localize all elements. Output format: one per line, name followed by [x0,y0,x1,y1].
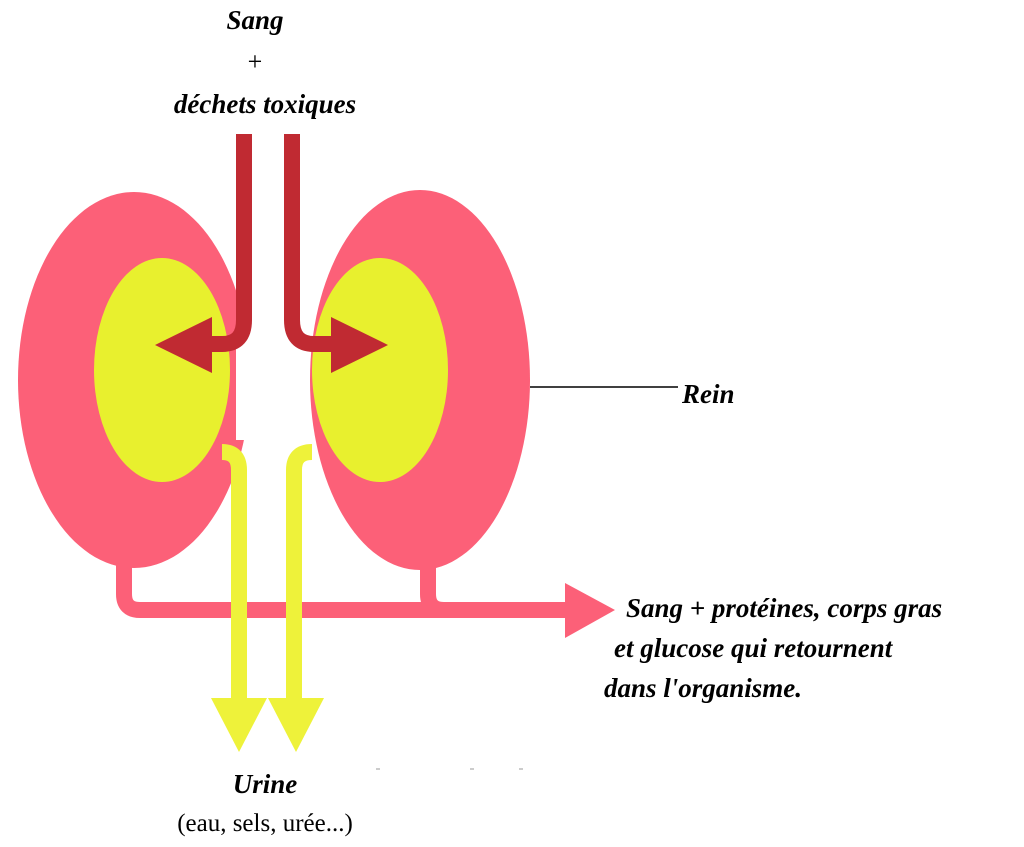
urine-label: Urine [190,768,340,800]
urine-detail-label: (eau, sels, urée...) [140,808,390,840]
urine-arrowhead-right [268,698,324,752]
return-label-line-2: et glucose qui retournent [614,632,892,664]
blood-return-arrow [124,558,570,610]
urine-channels [222,452,312,700]
return-label-line-3: dans l'organisme. [604,672,802,704]
blood-return-arrowhead [565,583,615,638]
right-kidney [310,190,530,570]
top-label-toxic-waste: déchets toxiques [140,88,390,120]
top-label-plus: + [180,46,330,78]
return-label-line-1: Sang + protéines, corps gras [626,592,942,624]
stray-marks [376,768,523,770]
left-kidney [18,192,250,568]
urine-arrowhead-left [211,698,267,752]
kidney-label: Rein [682,378,735,410]
top-label-blood: Sang [180,4,330,36]
